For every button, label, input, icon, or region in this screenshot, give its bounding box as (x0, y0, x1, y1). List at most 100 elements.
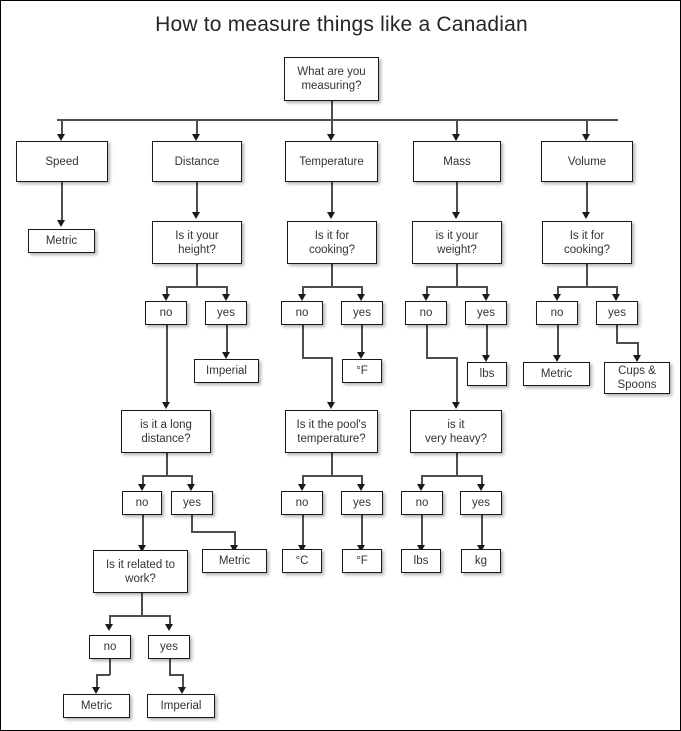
node-result-distance-metric-3[interactable]: Metric (63, 694, 130, 718)
node-question-temperature-cooking[interactable]: Is it for cooking? (287, 221, 377, 264)
edge-long-no-work (142, 515, 144, 548)
edge-dist-yes-imperial (226, 325, 228, 355)
node-distance-yes-2[interactable]: yes (171, 491, 213, 515)
node-temperature-yes-1[interactable]: yes (341, 301, 383, 325)
node-question-temperature-cooking-label: Is it for cooking? (308, 229, 356, 256)
edge-root-trunk (331, 101, 333, 119)
edge-vol-no (557, 286, 559, 297)
edge-long-split-stem (166, 453, 168, 475)
arrow-work-yes-imperial (178, 687, 186, 694)
node-result-temperature-f-1[interactable]: °F (342, 359, 382, 383)
edge-vol-yes (616, 286, 618, 297)
edge-vol-yes-v1 (616, 325, 618, 343)
node-question-volume-cooking-label: Is it for cooking? (563, 229, 611, 256)
node-question-mass-weight[interactable]: is it your weight? (412, 221, 502, 264)
node-result-mass-lbs-1-label: lbs (479, 368, 495, 380)
node-question-mass-heavy[interactable]: is it very heavy? (410, 410, 502, 453)
node-mass-no-2[interactable]: no (401, 491, 443, 515)
node-volume-no-1-label: no (550, 307, 564, 319)
arrow-dist-yes-imperial (222, 352, 230, 359)
node-distance-no-2[interactable]: no (122, 491, 162, 515)
node-question-distance-long-label: is it a long distance? (140, 418, 192, 445)
edge-heavy-no (421, 475, 423, 486)
node-result-mass-lbs-1[interactable]: lbs (467, 362, 507, 386)
node-temperature-no-1[interactable]: no (281, 301, 323, 325)
node-result-volume-cups-spoons[interactable]: Cups & Spoons (604, 362, 670, 394)
edge-long-yes-v1 (191, 515, 193, 532)
edge-work-yes-v1 (169, 659, 171, 675)
node-temperature-yes-2[interactable]: yes (341, 491, 383, 515)
node-mass-no-1[interactable]: no (405, 301, 447, 325)
node-question-volume-cooking[interactable]: Is it for cooking? (542, 221, 632, 264)
node-distance-yes-1[interactable]: yes (205, 301, 247, 325)
edge-dist-no (166, 286, 168, 297)
arrow-long-yes (187, 484, 195, 491)
node-result-temperature-c-2[interactable]: °C (282, 549, 322, 573)
node-result-distance-imperial-3[interactable]: Imperial (147, 694, 215, 718)
node-result-distance-imperial-1[interactable]: Imperial (194, 359, 259, 383)
arrow-dist-no (162, 294, 170, 301)
node-result-temperature-f-2[interactable]: °F (342, 549, 382, 573)
edge-temp-no-v2 (331, 357, 333, 405)
edge-to-speed (61, 119, 63, 137)
node-result-distance-metric-2-label: Metric (218, 555, 251, 567)
node-volume-yes-1[interactable]: yes (596, 301, 638, 325)
edge-temperature-question (331, 182, 333, 215)
node-result-mass-lbs-2[interactable]: lbs (401, 549, 441, 573)
arrow-vol-yes-cups (633, 355, 641, 362)
edge-long-no (142, 475, 144, 486)
node-mass-yes-2[interactable]: yes (460, 491, 502, 515)
arrow-to-speed (57, 134, 65, 141)
edge-pool-no (302, 475, 304, 486)
edge-pool-yes (361, 475, 363, 486)
node-question-mass-heavy-label: is it very heavy? (424, 418, 487, 445)
node-root-question-label: What are you measuring? (297, 66, 366, 92)
node-question-mass-weight-label: is it your weight? (435, 229, 479, 256)
node-result-mass-lbs-2-label: lbs (413, 555, 429, 567)
arrow-heavy-yes-kg (477, 545, 485, 552)
node-question-distance-height-label: Is it your height? (175, 229, 219, 256)
edge-work-split-bar (109, 615, 170, 617)
edge-work-no-v1 (109, 659, 111, 675)
edge-mass-split-bar (426, 286, 487, 288)
node-question-distance-height[interactable]: Is it your height? (152, 221, 242, 264)
node-speed-metric-label: Metric (45, 235, 78, 247)
node-speed-metric[interactable]: Metric (28, 229, 95, 253)
node-result-volume-metric[interactable]: Metric (523, 362, 590, 386)
node-root-question[interactable]: What are you measuring? (284, 57, 379, 101)
edge-work-no-v2 (96, 674, 98, 690)
node-temperature-no-2[interactable]: no (281, 491, 323, 515)
node-question-distance-work[interactable]: Is it related to work? (93, 550, 188, 593)
arrow-dist-yes (222, 294, 230, 301)
arrow-pool-yes-f (357, 545, 365, 552)
node-question-distance-long[interactable]: is it a long distance? (121, 410, 211, 453)
arrow-long-no (138, 484, 146, 491)
node-distance-yes-3[interactable]: yes (148, 635, 190, 659)
edge-heavy-split-bar (421, 475, 482, 477)
node-temperature-yes-2-label: yes (353, 497, 371, 509)
node-category-distance[interactable]: Distance (152, 141, 242, 182)
edge-dist-no-down (166, 325, 168, 405)
edge-pool-split-bar (302, 475, 362, 477)
node-mass-yes-1[interactable]: yes (465, 301, 507, 325)
node-category-speed[interactable]: Speed (16, 141, 108, 182)
arrow-to-distance (192, 134, 200, 141)
arrow-mass-question (452, 212, 460, 219)
edge-temp-yes (361, 286, 363, 297)
node-category-temperature[interactable]: Temperature (285, 141, 378, 182)
edge-dist-split-bar (166, 286, 227, 288)
node-result-mass-kg-2[interactable]: kg (461, 549, 501, 573)
node-distance-yes-2-label: yes (183, 497, 201, 509)
node-volume-no-1[interactable]: no (536, 301, 578, 325)
node-category-mass[interactable]: Mass (413, 141, 501, 182)
edge-temp-split-stem (331, 264, 333, 286)
node-result-distance-metric-2[interactable]: Metric (202, 549, 267, 573)
edge-heavy-yes (481, 475, 483, 486)
node-distance-no-3[interactable]: no (89, 635, 131, 659)
arrow-mass-yes (482, 294, 490, 301)
arrow-pool-no (298, 484, 306, 491)
node-question-temperature-pool[interactable]: Is it the pool's temperature? (285, 410, 378, 453)
edge-long-yes-h (191, 531, 235, 533)
node-distance-no-1[interactable]: no (145, 301, 187, 325)
node-category-volume[interactable]: Volume (541, 141, 633, 182)
